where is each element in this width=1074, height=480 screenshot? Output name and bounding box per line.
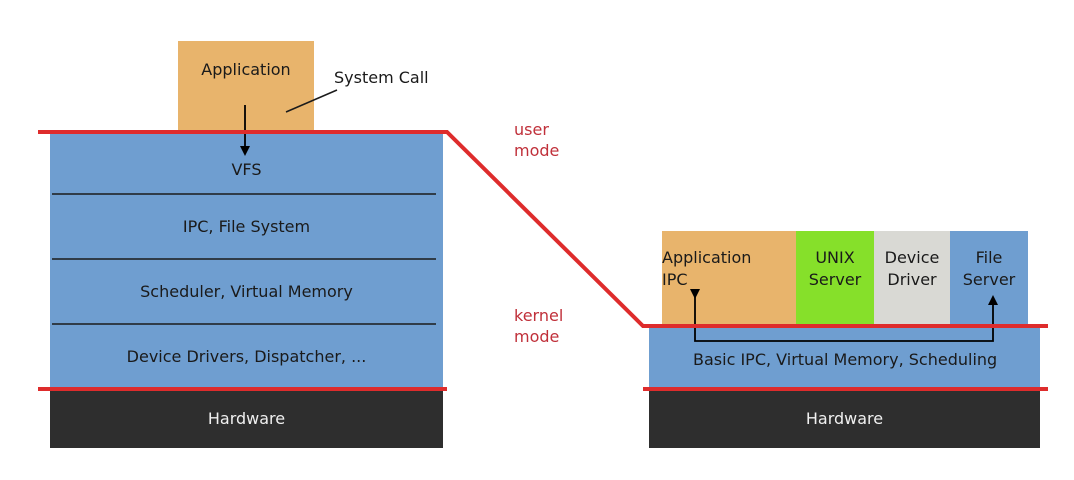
right-hardware-label: Hardware bbox=[805, 409, 884, 429]
layer-ipc-file-system: IPC, File System bbox=[50, 194, 443, 258]
layer-ipc-label: IPC, File System bbox=[182, 216, 311, 236]
left-hardware-label: Hardware bbox=[207, 409, 286, 429]
right-hardware: Hardware bbox=[649, 390, 1040, 448]
server-file: File Server bbox=[950, 231, 1028, 326]
server-0-line2: IPC bbox=[662, 269, 688, 289]
microkernel-label: Basic IPC, Virtual Memory, Scheduling bbox=[693, 350, 998, 369]
left-hardware: Hardware bbox=[50, 390, 443, 448]
server-unix: UNIX Server bbox=[796, 231, 874, 326]
layer-vfs-label: VFS bbox=[231, 159, 262, 179]
server-1-line1: UNIX bbox=[815, 248, 855, 267]
user-kernel-boundary bbox=[38, 130, 1048, 328]
microkernel-layer: Basic IPC, Virtual Memory, Scheduling bbox=[649, 326, 1040, 388]
layer-scheduler-label: Scheduler, Virtual Memory bbox=[140, 281, 353, 301]
server-1-line2: Server bbox=[808, 269, 862, 289]
layer-drivers-label: Device Drivers, Dispatcher, ... bbox=[126, 346, 367, 366]
application-box: Application bbox=[178, 41, 314, 132]
system-call-text: System Call bbox=[334, 68, 429, 88]
application-label: Application bbox=[201, 60, 291, 79]
layer-scheduler-vm: Scheduler, Virtual Memory bbox=[50, 259, 443, 323]
system-call-leader bbox=[285, 89, 338, 113]
server-application-ipc: Application IPC bbox=[662, 231, 796, 326]
server-device-driver: Device Driver bbox=[874, 231, 950, 326]
ipc-arrow bbox=[690, 289, 998, 342]
kernel-mode-line1: kernel bbox=[514, 306, 564, 325]
kernel-mode-line2: mode bbox=[514, 326, 560, 346]
server-0-line1: Application bbox=[662, 248, 752, 267]
user-mode-line2: mode bbox=[514, 140, 560, 160]
server-2-line2: Driver bbox=[887, 269, 937, 289]
monolithic-kernel-stack bbox=[50, 132, 443, 388]
server-3-line1: File bbox=[975, 248, 1003, 267]
kernel-mode-label: kernel mode bbox=[514, 306, 563, 348]
layer-vfs: VFS bbox=[50, 145, 443, 193]
server-3-line2: Server bbox=[962, 269, 1016, 289]
server-2-line1: Device bbox=[884, 248, 940, 267]
layer-device-drivers: Device Drivers, Dispatcher, ... bbox=[50, 324, 443, 388]
system-call-label: System Call bbox=[334, 66, 444, 90]
user-mode-label: user mode bbox=[514, 120, 559, 162]
user-mode-line1: user bbox=[514, 120, 549, 139]
